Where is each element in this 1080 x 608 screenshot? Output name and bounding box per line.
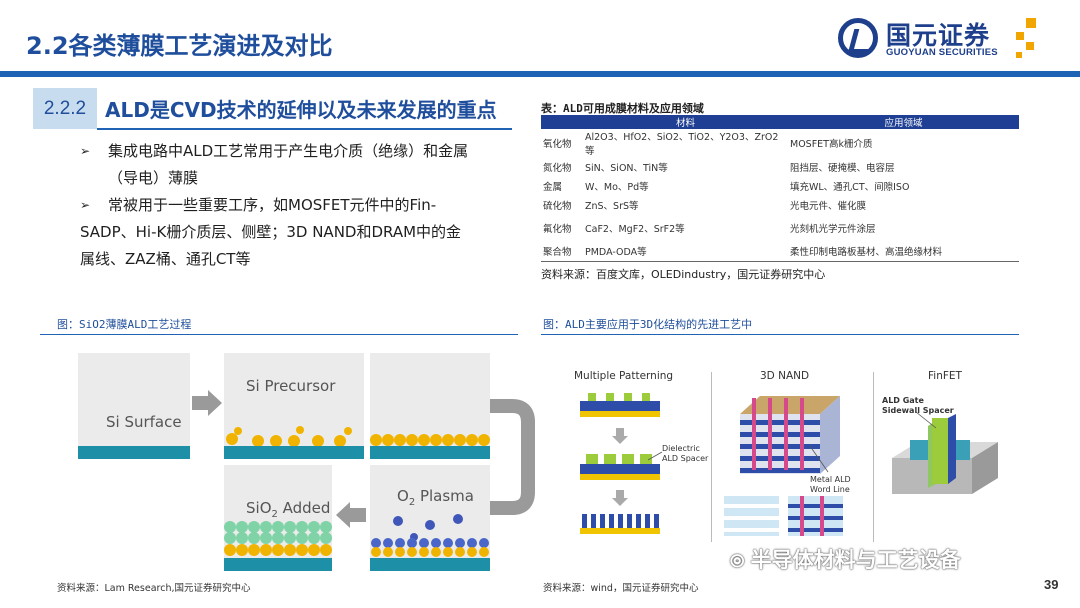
table-row: 氟化物 CaF2、MgF2、SrF2等 光刻机光学元件涂层 (543, 224, 876, 235)
watermark: ⦾ 半导体材料与工艺设备 (730, 548, 961, 572)
header-divider (0, 71, 1080, 77)
bullet-item: ➢ 集成电路中ALD工艺常用于产生电介质（绝缘）和金属 （导电）薄膜 (80, 138, 520, 192)
logo-square-icon (1016, 52, 1022, 58)
logo-mark-icon (838, 18, 878, 58)
3d-nand-diagram (740, 396, 840, 474)
step-o2-plasma: O2 Plasma (370, 465, 490, 571)
page-number: 39 (1044, 577, 1059, 592)
page-title: 2.2各类薄膜工艺演进及对比 (26, 32, 333, 60)
logo-square-icon (1016, 32, 1024, 40)
dielectric-label: Dielectric ALD Spacer (662, 444, 709, 463)
caption-divider (40, 334, 518, 335)
arrow-right-icon (192, 390, 222, 416)
monolayer-icon (370, 434, 490, 446)
step-sio2-added: SiO2 Added (224, 465, 332, 571)
table-source: 资料来源：百度文库，OLEDindustry，国元证券研究中心 (541, 268, 826, 281)
arrow-bullet-icon: ➢ (80, 198, 91, 212)
section-number: 2.2.2 (33, 88, 97, 129)
wechat-icon: ⦾ (730, 551, 751, 572)
arrow-bullet-icon: ➢ (80, 144, 91, 158)
substrate (224, 558, 332, 571)
column-divider (711, 372, 712, 542)
logo-square-icon (1026, 42, 1034, 50)
substrate (224, 446, 364, 459)
table-row: 氧化物 Al2O3、HfO2、SiO2、TiO2、Y2O3、ZrO2等 MOSF… (543, 132, 873, 157)
left-figure-caption: 图：SiO2薄膜ALD工艺过程 (57, 318, 192, 331)
company-logo: 国元证券 GUOYUAN SECURITIES (838, 16, 1038, 66)
gate-spacer-label: ALD Gate Sidewall Spacer (882, 396, 954, 415)
section-title: ALD是CVD技术的延伸以及未来发展的重点 (105, 98, 497, 122)
table-header-row: 材料 应用领域 (541, 115, 1019, 129)
logo-square-icon (1026, 18, 1036, 28)
metal-label: Metal ALD Word Line (810, 475, 851, 494)
step-si-precursor: Si Precursor (224, 353, 364, 459)
arrow-left-icon (336, 502, 366, 528)
table-row: 硫化物 ZnS、SrS等 光电元件、催化膜 (543, 200, 867, 212)
col-finfet: FinFET (928, 370, 962, 382)
table-row: 金属 W、Mo、Pd等 填充WL、通孔CT、间隙ISO (543, 181, 910, 193)
plasma-oxygen-icon (371, 514, 489, 557)
substrate (370, 558, 490, 571)
col-multiple-patterning: Multiple Patterning (574, 370, 674, 382)
table-caption: 表：ALD可用成膜材料及应用领域 (541, 102, 704, 115)
right-figure-source: 资料来源：wind，国元证券研究中心 (543, 583, 699, 594)
col-3d-nand: 3D NAND (760, 370, 810, 382)
step-precursor-layer (370, 353, 490, 459)
substrate (78, 446, 190, 459)
table-row: 聚合物 PMDA-ODA等 柔性印制电路板基材、高温绝缘材料 (541, 242, 1019, 262)
table-row: 氮化物 SiN、SiON、TiN等 阻挡层、硬掩模、电容层 (543, 162, 895, 174)
logo-name-cn: 国元证券 (886, 21, 991, 50)
cycle-arrow-icon (490, 399, 535, 515)
bullet-item: ➢ 常被用于一些重要工序，如MOSFET元件中的Fin- SADP、Hi-K栅介… (80, 192, 520, 273)
precursor-molecules-icon (226, 426, 352, 447)
logo-name-en: GUOYUAN SECURITIES (886, 47, 998, 58)
materials-table: 材料 应用领域 氧化物 Al2O3、HfO2、SiO2、TiO2、Y2O3、Zr… (541, 115, 1019, 262)
step-si-surface: Si Surface (78, 353, 190, 459)
column-divider (873, 372, 874, 542)
finfet-diagram (892, 411, 998, 494)
right-figure-caption: 图：ALD主要应用于3D化结构的先进工艺中 (543, 318, 753, 331)
caption-divider (541, 334, 1019, 335)
sio2-layer-icon (224, 521, 332, 556)
bullet-list: ➢ 集成电路中ALD工艺常用于产生电介质（绝缘）和金属 （导电）薄膜 ➢ 常被用… (80, 138, 520, 273)
multiple-patterning-diagram (580, 393, 663, 534)
left-figure-source: 资料来源：Lam Research,国元证券研究中心 (57, 583, 251, 594)
substrate (370, 446, 490, 459)
header: 2.2各类薄膜工艺演进及对比 国元证券 GUOYUAN SECURITIES (0, 0, 1080, 77)
nand-cross-section-icon (724, 496, 843, 536)
section-underline (97, 128, 512, 130)
